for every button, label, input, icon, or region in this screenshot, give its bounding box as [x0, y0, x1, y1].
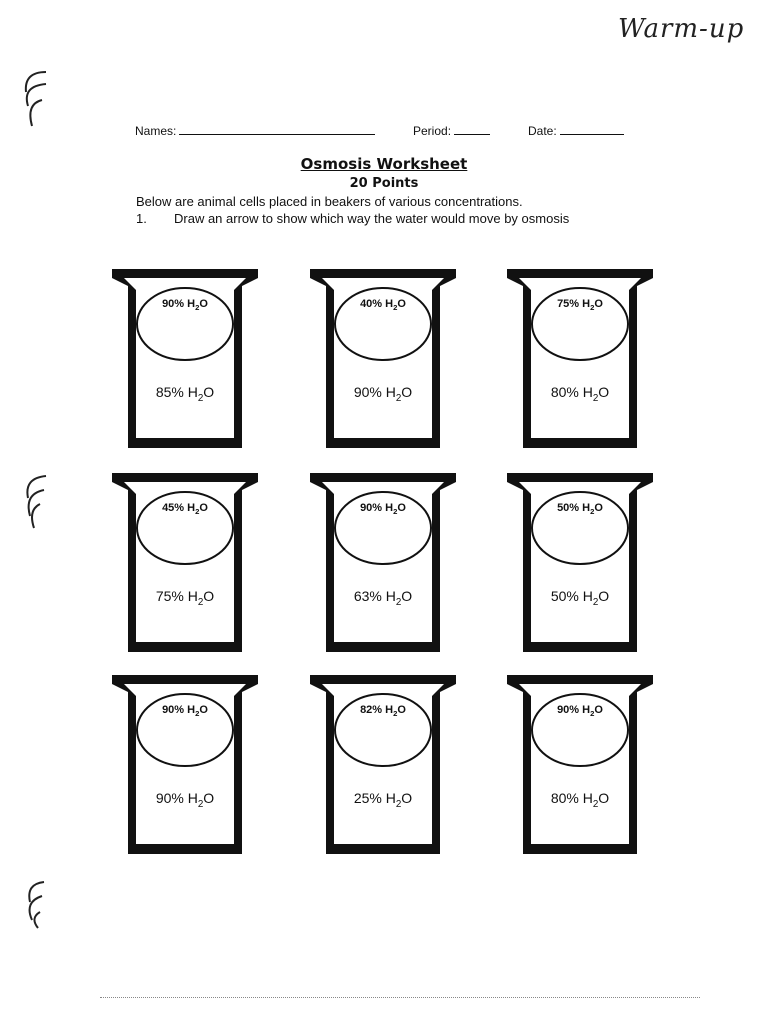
date-label: Date: [528, 124, 557, 138]
solution-concentration-label: 90% H2O [353, 384, 413, 404]
beaker-outline [507, 269, 653, 448]
beaker-8: 82% H2O 25% H2O [308, 672, 458, 857]
period-field: Period: [413, 122, 491, 138]
period-blank[interactable] [454, 122, 491, 135]
beaker-outline [507, 675, 653, 854]
question-number: 1. [136, 211, 147, 226]
cell-concentration-label: 90% H2O [360, 502, 406, 517]
beaker-outline [112, 269, 258, 448]
beaker-outline [112, 473, 258, 652]
beaker-6: 50% H2O 50% H2O [505, 470, 655, 655]
warm-up-annotation: Warm-up [618, 14, 745, 44]
names-label: Names: [135, 124, 177, 138]
solution-concentration-label: 75% H2O [155, 588, 215, 608]
period-label: Period: [413, 124, 452, 138]
cell-concentration-label: 90% H2O [557, 704, 603, 719]
beaker-outline [310, 473, 456, 652]
beaker-2: 40% H2O 90% H2O [308, 266, 458, 451]
question-text: Draw an arrow to show which way the wate… [174, 211, 570, 226]
names-field: Names: [135, 122, 376, 138]
beaker-9: 90% H2O 80% H2O [505, 672, 655, 857]
beaker-outline [310, 269, 456, 448]
cell-concentration-label: 40% H2O [360, 298, 406, 313]
cell-concentration-label: 90% H2O [162, 298, 208, 313]
solution-concentration-label: 80% H2O [550, 790, 610, 810]
cell-concentration-label: 45% H2O [162, 502, 208, 517]
beaker-5: 90% H2O 63% H2O [308, 470, 458, 655]
header-fields: Names: Period: Date: [135, 122, 635, 142]
beaker-outline [507, 473, 653, 652]
date-field: Date: [528, 122, 624, 138]
worksheet-title: Osmosis Worksheet [300, 155, 468, 173]
cell-concentration-label: 82% H2O [360, 704, 406, 719]
points-subtitle: 20 Points [349, 176, 419, 191]
beaker-outline [310, 675, 456, 854]
beaker-4: 45% H2O 75% H2O [110, 470, 260, 655]
cell-concentration-label: 75% H2O [557, 298, 603, 313]
beaker-outline [112, 675, 258, 854]
beaker-1: 90% H2O 85% H2O [110, 266, 260, 451]
binder-hole-top-mark [24, 71, 47, 127]
binder-hole-middle-mark [26, 475, 47, 529]
solution-concentration-label: 85% H2O [155, 384, 215, 404]
question-1: 1. Draw an arrow to show which way the wa… [136, 211, 569, 226]
intro-text: Below are animal cells placed in beakers… [136, 194, 523, 209]
solution-concentration-label: 63% H2O [353, 588, 413, 608]
names-blank[interactable] [179, 122, 376, 135]
cell-concentration-label: 90% H2O [162, 704, 208, 719]
binder-hole-bottom-mark [28, 881, 45, 929]
solution-concentration-label: 90% H2O [155, 790, 215, 810]
beaker-7: 90% H2O 90% H2O [110, 672, 260, 857]
beaker-3: 75% H2O 80% H2O [505, 266, 655, 451]
solution-concentration-label: 80% H2O [550, 384, 610, 404]
footer-rule [100, 997, 700, 998]
date-blank[interactable] [559, 122, 624, 135]
solution-concentration-label: 50% H2O [550, 588, 610, 608]
cell-concentration-label: 50% H2O [557, 502, 603, 517]
solution-concentration-label: 25% H2O [353, 790, 413, 810]
